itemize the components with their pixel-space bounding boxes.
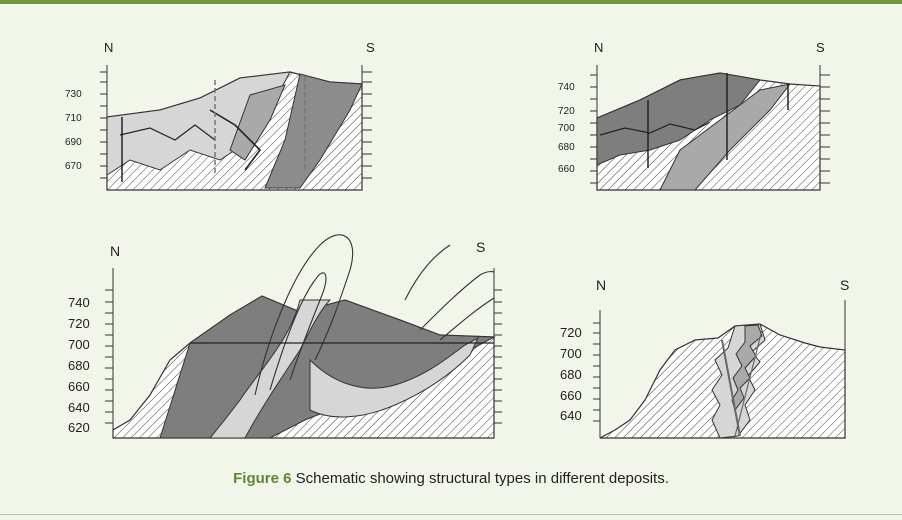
elevation-tick: 680 [68, 358, 90, 373]
south-label: S [840, 277, 849, 293]
elevation-tick: 730 [65, 89, 82, 100]
panel-bottom-left: N S 740 720 700 680 660 640 620 [68, 234, 502, 439]
elevation-tick: 660 [68, 379, 90, 394]
north-label: N [104, 40, 113, 55]
figure-label: Figure 6 [233, 470, 292, 487]
elevation-tick: 680 [560, 367, 582, 382]
south-label: S [816, 40, 825, 55]
south-label: S [476, 239, 485, 255]
north-label: N [110, 243, 120, 259]
panel-bottom-right: N S 720 700 680 660 640 [560, 277, 849, 439]
elevation-tick: 720 [560, 325, 582, 340]
bottom-rule [0, 514, 902, 515]
elevation-tick: 700 [68, 337, 90, 352]
north-label: N [596, 277, 606, 293]
figure-caption: Figure 6 Schematic showing structural ty… [0, 470, 902, 487]
elevation-tick: 640 [560, 408, 582, 423]
north-label: N [594, 40, 603, 55]
elevation-tick: 720 [558, 106, 575, 117]
elevation-tick: 700 [560, 346, 582, 361]
elevation-tick: 700 [558, 123, 575, 134]
south-label: S [366, 40, 375, 55]
elevation-tick: 620 [68, 420, 90, 435]
elevation-tick: 740 [68, 295, 90, 310]
elevation-tick: 670 [65, 161, 82, 172]
panel-top-left: N S 730 710 690 670 [65, 40, 375, 191]
top-accent-rule [0, 0, 902, 4]
elevation-tick: 690 [65, 137, 82, 148]
elevation-tick: 680 [558, 142, 575, 153]
elevation-tick: 710 [65, 113, 82, 124]
caption-text: Schematic showing structural types in di… [295, 470, 669, 487]
panel-top-right: N S 740 720 700 680 660 [558, 40, 830, 191]
elevation-tick: 660 [558, 164, 575, 175]
elevation-tick: 640 [68, 400, 90, 415]
elevation-tick: 740 [558, 82, 575, 93]
elevation-tick: 660 [560, 388, 582, 403]
elevation-tick: 720 [68, 316, 90, 331]
